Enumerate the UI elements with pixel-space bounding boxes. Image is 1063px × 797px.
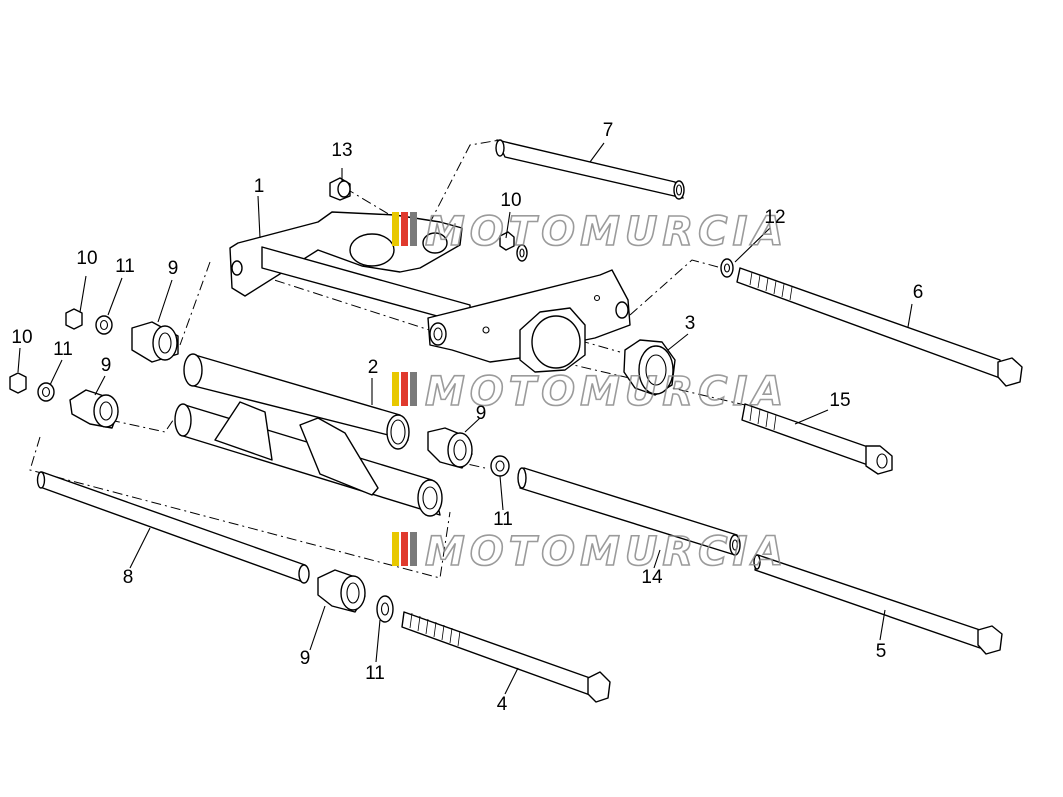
callout-9-b: 9 [101, 355, 112, 376]
callout-10-c: 10 [500, 190, 521, 211]
watermark-middle: MOTOMURCIA [392, 368, 788, 416]
callout-6: 6 [913, 282, 924, 303]
callout-3: 3 [685, 313, 696, 334]
callout-2: 2 [368, 357, 379, 378]
pin-8 [36, 471, 310, 584]
tube-2 [183, 353, 410, 450]
callout-14: 14 [641, 567, 663, 588]
callout-labels: 1 2 3 4 5 6 7 8 9 9 9 9 10 10 10 11 11 1… [11, 120, 923, 715]
watermark-bottom: MOTOMURCIA [392, 528, 788, 576]
leader-lines [17, 142, 913, 695]
callout-4: 4 [497, 694, 508, 715]
callout-8: 8 [123, 567, 134, 588]
nut-13 [329, 177, 351, 201]
lower-bracket [174, 401, 443, 517]
callout-5: 5 [876, 641, 887, 662]
callout-12: 12 [764, 207, 785, 228]
bushing-9-low [317, 569, 394, 623]
callout-9-a: 9 [168, 258, 179, 279]
nut-washer-upper [499, 231, 528, 262]
swing-arm-frame-1 [229, 211, 631, 373]
bolt-4 [401, 611, 611, 703]
watermark-text: MOTOMURCIA [425, 209, 788, 255]
callout-11-b: 11 [53, 339, 73, 360]
pin-7 [495, 139, 685, 200]
callout-13: 13 [331, 140, 352, 161]
callout-9-d: 9 [300, 648, 311, 669]
tube-14 [517, 467, 741, 556]
watermark-top: MOTOMURCIA [392, 208, 788, 256]
callout-11-c: 11 [493, 509, 513, 530]
hardware-left-lower [9, 372, 119, 429]
bolt-6 [720, 258, 1023, 387]
callout-1: 1 [254, 176, 265, 197]
callout-10-a: 10 [76, 248, 97, 269]
watermark-text: MOTOMURCIA [425, 369, 788, 415]
bushing-9-mid [427, 427, 510, 477]
callout-7: 7 [603, 120, 614, 141]
watermark-text: MOTOMURCIA [425, 529, 788, 575]
callout-10-b: 10 [11, 327, 32, 348]
bolt-5 [753, 554, 1003, 655]
callout-11-a: 11 [115, 256, 135, 277]
bushing-3 [623, 339, 676, 396]
hardware-left-upper [65, 308, 179, 363]
callout-11-d: 11 [365, 663, 385, 684]
callout-15: 15 [829, 390, 850, 411]
callout-9-c: 9 [476, 403, 487, 424]
bolt-15 [741, 403, 893, 475]
